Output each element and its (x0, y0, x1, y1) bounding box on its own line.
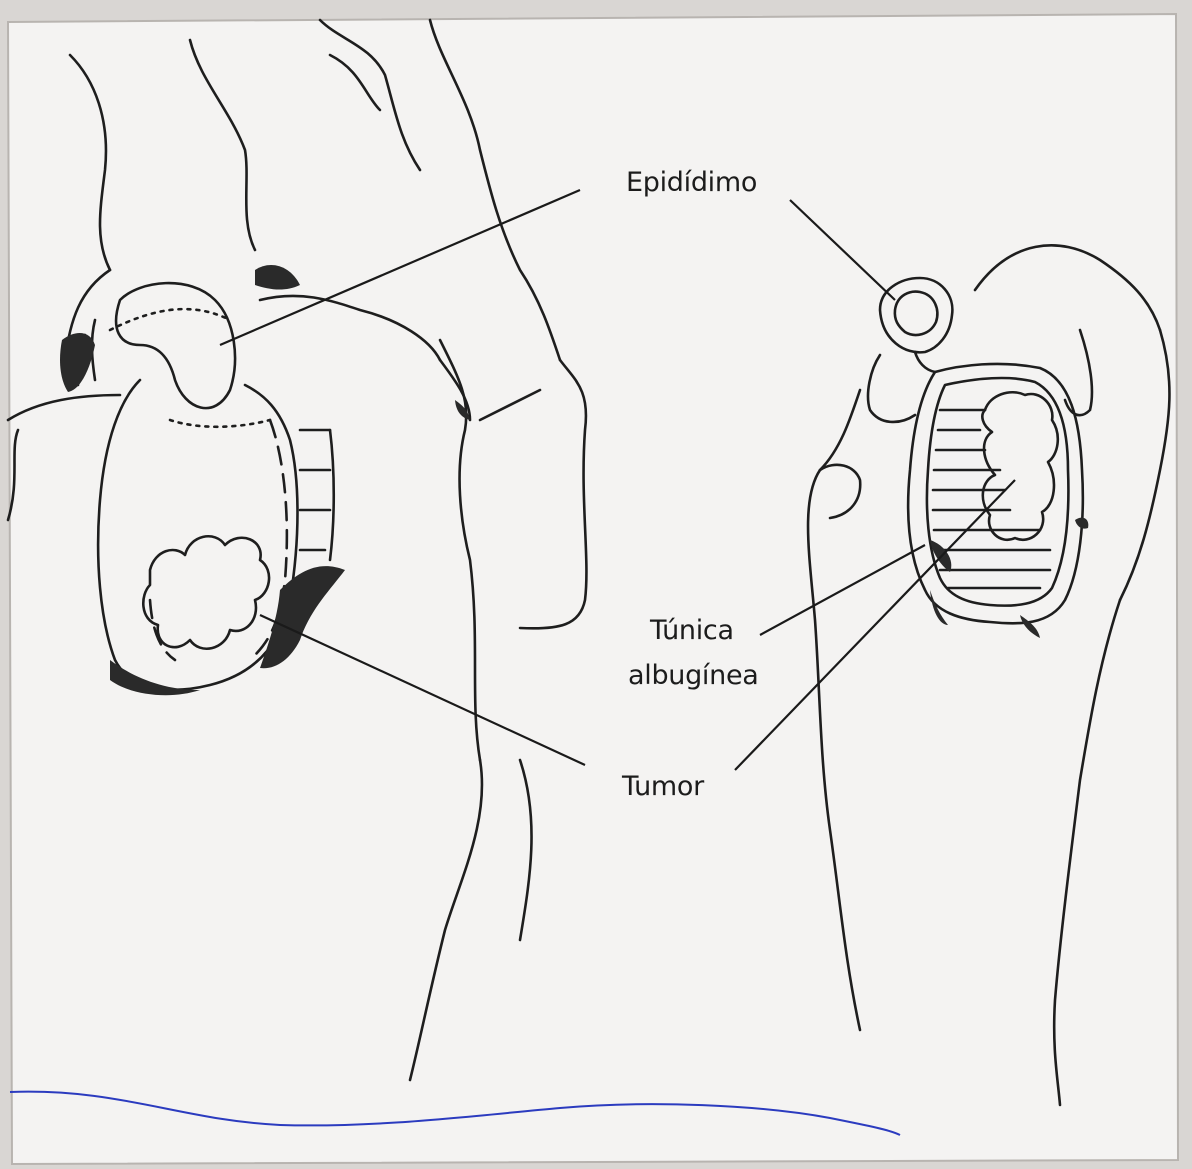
label-epididimo: Epidídimo (626, 162, 757, 204)
label-tumor: Tumor (622, 766, 704, 808)
label-tunica-line2: albugínea (628, 655, 759, 697)
label-tunica-line1: Túnica (650, 610, 734, 652)
